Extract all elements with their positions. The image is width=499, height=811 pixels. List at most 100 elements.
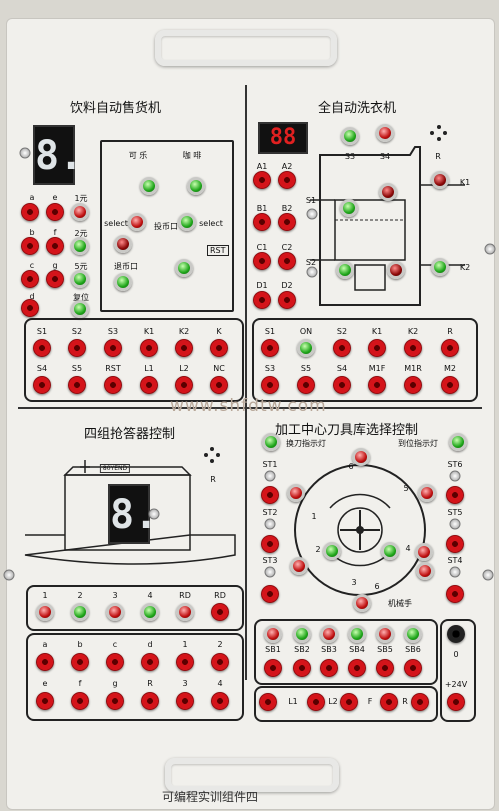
washer-s3-lamp[interactable] <box>341 127 359 145</box>
tool-st3-switch[interactable] <box>264 566 276 578</box>
jack-f[interactable] <box>46 237 64 255</box>
io-jack[interactable] <box>368 339 386 357</box>
io-jack[interactable] <box>36 653 54 671</box>
jack-g[interactable] <box>46 270 64 288</box>
sb5-button[interactable] <box>376 625 394 643</box>
io-jack[interactable] <box>261 376 279 394</box>
io-jack[interactable] <box>33 376 51 394</box>
lamp-5yuan[interactable] <box>71 270 89 288</box>
io-jack[interactable] <box>68 339 86 357</box>
washer-jack[interactable] <box>253 291 271 309</box>
sb-jack[interactable] <box>348 659 366 677</box>
io-jack[interactable] <box>211 692 229 710</box>
io-jack[interactable] <box>404 339 422 357</box>
sb4-button[interactable] <box>348 625 366 643</box>
tool-jack-st6[interactable] <box>446 486 464 504</box>
io-jack[interactable] <box>71 653 89 671</box>
io-jack[interactable] <box>140 339 158 357</box>
io-jack[interactable] <box>333 376 351 394</box>
washer-jack[interactable] <box>278 213 296 231</box>
lamp-1yuan[interactable] <box>71 203 89 221</box>
tool-st6-switch[interactable] <box>449 470 461 482</box>
washer-on-lamp[interactable] <box>297 339 315 357</box>
io-jack[interactable] <box>106 653 124 671</box>
lamp-reset[interactable] <box>71 300 89 318</box>
io-jack[interactable] <box>106 692 124 710</box>
io-jack[interactable] <box>33 339 51 357</box>
io-jack[interactable] <box>210 376 228 394</box>
io-jack[interactable] <box>71 692 89 710</box>
lamp-2yuan[interactable] <box>71 237 89 255</box>
washer-jack[interactable] <box>253 252 271 270</box>
output-jack[interactable] <box>380 693 398 711</box>
sb-jack[interactable] <box>320 659 338 677</box>
io-jack[interactable] <box>211 653 229 671</box>
io-jack[interactable] <box>176 692 194 710</box>
jack-b[interactable] <box>21 237 39 255</box>
sb1-button[interactable] <box>264 625 282 643</box>
jack-e[interactable] <box>46 203 64 221</box>
quiz-jack-rd[interactable] <box>211 603 229 621</box>
io-jack[interactable] <box>368 376 386 394</box>
tool-st5-switch[interactable] <box>449 518 461 530</box>
io-jack[interactable] <box>175 339 193 357</box>
tool-st1-switch[interactable] <box>264 470 276 482</box>
tool-jack-st1[interactable] <box>261 486 279 504</box>
jack-d[interactable] <box>21 299 39 317</box>
sb6-button[interactable] <box>404 625 422 643</box>
washer-jack[interactable] <box>278 171 296 189</box>
io-jack[interactable] <box>333 339 351 357</box>
io-jack[interactable] <box>104 376 122 394</box>
washer-jack[interactable] <box>253 213 271 231</box>
sb3-button[interactable] <box>320 625 338 643</box>
io-jack[interactable] <box>261 339 279 357</box>
quiz-button-2[interactable] <box>71 603 89 621</box>
sb-jack[interactable] <box>293 659 311 677</box>
sb-jack[interactable] <box>264 659 282 677</box>
io-jack[interactable] <box>104 339 122 357</box>
power-jack-0[interactable] <box>447 625 465 643</box>
bottom-handle[interactable] <box>165 758 339 792</box>
sb-jack[interactable] <box>404 659 422 677</box>
washer-s1-switch[interactable] <box>306 208 318 220</box>
io-jack[interactable] <box>140 376 158 394</box>
io-jack[interactable] <box>210 339 228 357</box>
washer-jack[interactable] <box>278 252 296 270</box>
tool-jack-st2[interactable] <box>261 535 279 553</box>
output-jack[interactable] <box>259 693 277 711</box>
washer-jack[interactable] <box>253 171 271 189</box>
tool-jack-st3[interactable] <box>261 585 279 603</box>
sb2-button[interactable] <box>293 625 311 643</box>
jack-c[interactable] <box>21 270 39 288</box>
tool-st2-switch[interactable] <box>264 518 276 530</box>
io-jack[interactable] <box>441 339 459 357</box>
jack-a[interactable] <box>21 203 39 221</box>
io-jack[interactable] <box>36 692 54 710</box>
tool-jack-st5[interactable] <box>446 535 464 553</box>
io-jack[interactable] <box>141 692 159 710</box>
tool-st4-switch[interactable] <box>449 566 461 578</box>
output-jack[interactable] <box>340 693 358 711</box>
sb-jack[interactable] <box>376 659 394 677</box>
io-jack[interactable] <box>297 376 315 394</box>
io-jack[interactable] <box>68 376 86 394</box>
io-jack[interactable] <box>175 376 193 394</box>
washer-s2-switch[interactable] <box>306 266 318 278</box>
tool-jack-st4[interactable] <box>446 585 464 603</box>
top-handle[interactable] <box>155 30 337 66</box>
output-jack[interactable] <box>411 693 429 711</box>
quiz-button-rd[interactable] <box>176 603 194 621</box>
select-left-lamp[interactable] <box>128 213 146 231</box>
washer-jack[interactable] <box>278 291 296 309</box>
select-right-lamp[interactable] <box>178 213 196 231</box>
io-jack[interactable] <box>441 376 459 394</box>
power-jack-24v[interactable] <box>447 693 465 711</box>
output-jack[interactable] <box>307 693 325 711</box>
quiz-button-1[interactable] <box>36 603 54 621</box>
io-jack[interactable] <box>404 376 422 394</box>
quiz-button-3[interactable] <box>106 603 124 621</box>
quiz-button-4[interactable] <box>141 603 159 621</box>
washer-s4-lamp[interactable] <box>376 124 394 142</box>
io-jack[interactable] <box>141 653 159 671</box>
io-jack[interactable] <box>176 653 194 671</box>
